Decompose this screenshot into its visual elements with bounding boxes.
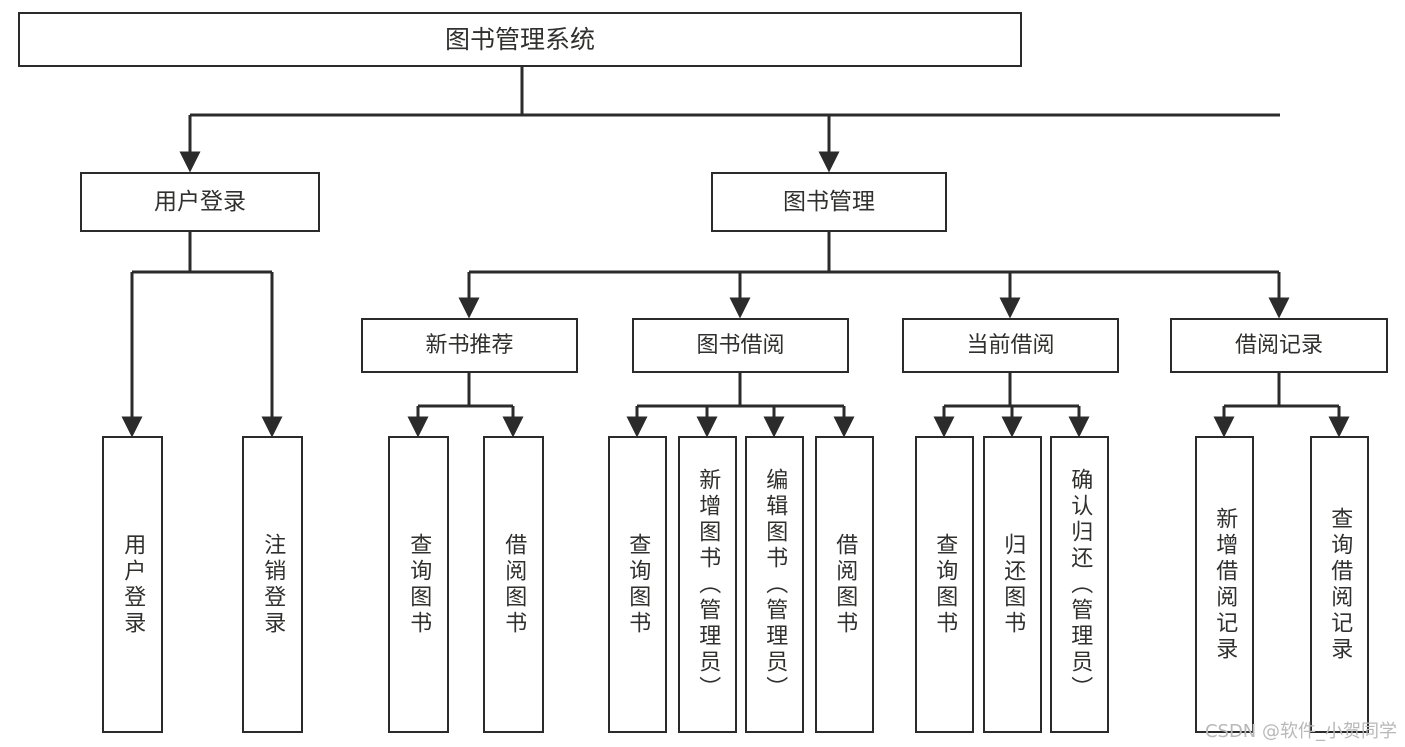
node-leaf-edit-book[interactable]: 编辑图书（管理员） — [745, 436, 804, 733]
node-leaf-query-record[interactable]: 查询借阅记录 — [1310, 436, 1369, 733]
node-leaf-add-book[interactable]: 新增图书（管理员） — [678, 436, 737, 733]
watermark-csdn: CSDN @软件_小贺同学 — [1204, 721, 1397, 742]
node-leaf-query-book-2[interactable]: 查询图书 — [608, 436, 667, 733]
node-new-book-recommend[interactable]: 新书推荐 — [361, 318, 578, 373]
node-leaf-confirm-return[interactable]: 确认归还（管理员） — [1050, 436, 1109, 733]
node-leaf-return-book[interactable]: 归还图书 — [983, 436, 1042, 733]
leaf-label: 借阅图书 — [832, 532, 858, 637]
leaf-label: 注销登录 — [260, 532, 286, 637]
node-leaf-query-book-3[interactable]: 查询图书 — [915, 436, 974, 733]
node-leaf-borrow-book-1[interactable]: 借阅图书 — [483, 436, 544, 733]
node-borrow-record[interactable]: 借阅记录 — [1170, 318, 1388, 373]
leaf-label: 归还图书 — [1000, 532, 1026, 637]
leaf-label: 查询借阅记录 — [1327, 506, 1353, 663]
leaf-label: 确认归还（管理员） — [1067, 467, 1093, 702]
leaf-label: 用户登录 — [120, 532, 146, 637]
node-leaf-borrow-book-2[interactable]: 借阅图书 — [815, 436, 874, 733]
leaf-label: 编辑图书（管理员） — [762, 467, 788, 702]
leaf-label: 新增图书（管理员） — [695, 467, 721, 702]
node-root-system[interactable]: 图书管理系统 — [18, 12, 1022, 67]
node-current-borrow[interactable]: 当前借阅 — [902, 318, 1119, 373]
leaf-label: 查询图书 — [406, 532, 432, 637]
leaf-label: 查询图书 — [932, 532, 958, 637]
leaf-label: 查询图书 — [625, 532, 651, 637]
node-leaf-add-record[interactable]: 新增借阅记录 — [1195, 436, 1254, 733]
leaf-label: 新增借阅记录 — [1212, 506, 1238, 663]
leaf-label: 借阅图书 — [501, 532, 527, 637]
node-book-manage[interactable]: 图书管理 — [711, 172, 947, 232]
node-leaf-user-login[interactable]: 用户登录 — [102, 436, 163, 733]
node-user-login[interactable]: 用户登录 — [80, 172, 320, 232]
node-leaf-query-book-1[interactable]: 查询图书 — [388, 436, 449, 733]
node-leaf-logout-login[interactable]: 注销登录 — [242, 436, 303, 733]
node-book-borrow[interactable]: 图书借阅 — [632, 318, 849, 373]
